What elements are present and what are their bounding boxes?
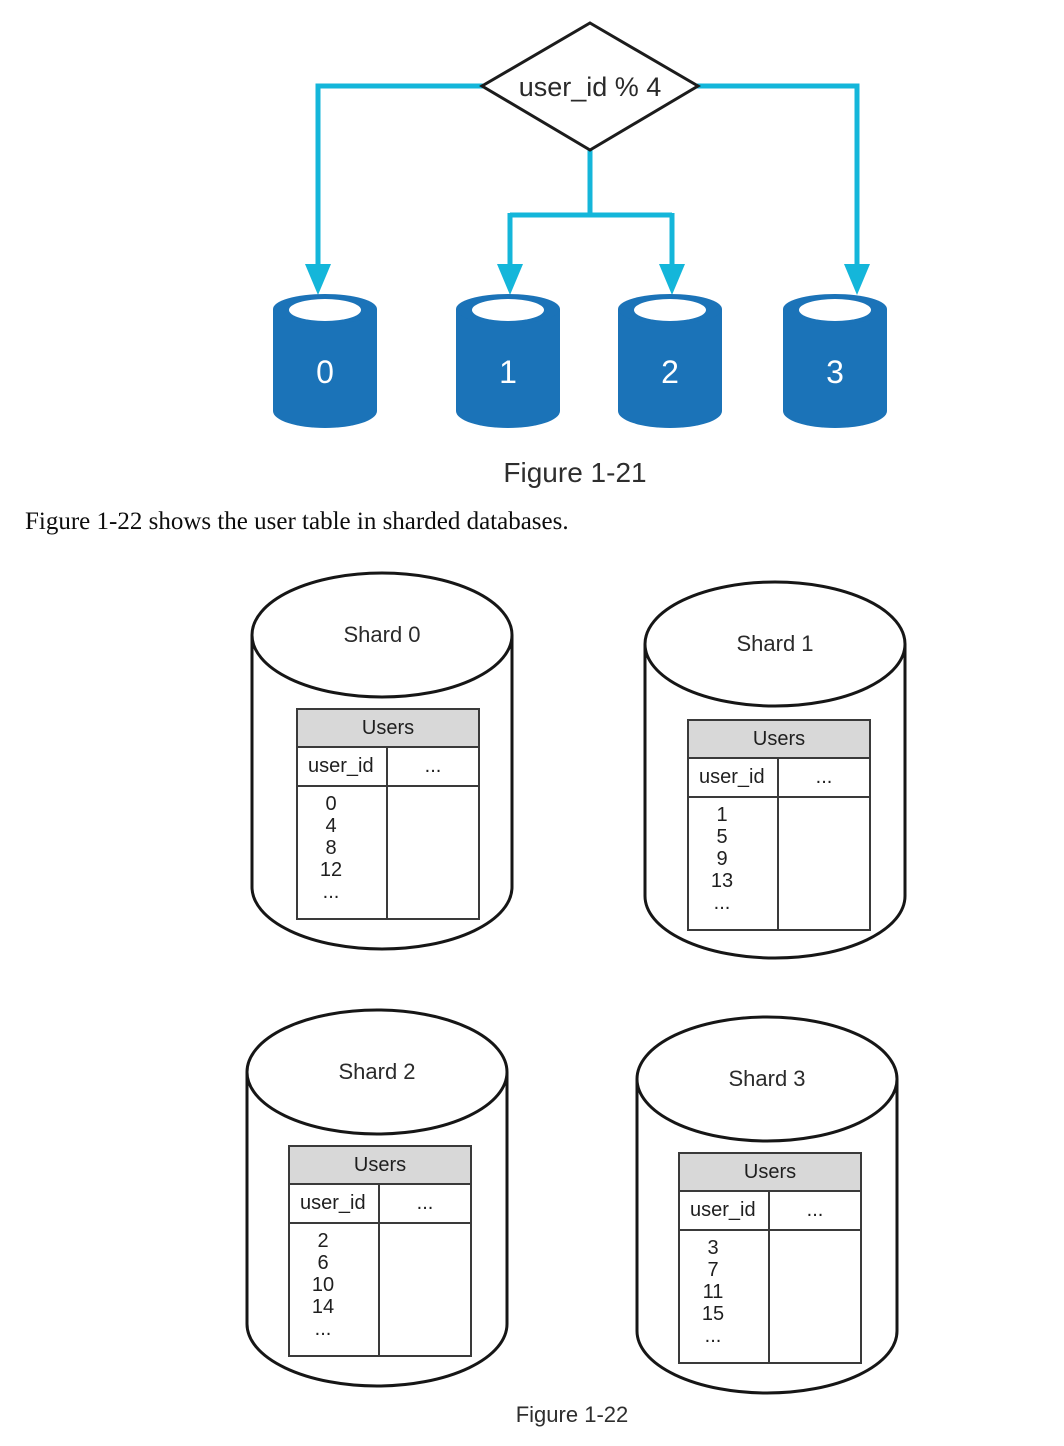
- user-id-value: 11: [702, 1281, 724, 1303]
- other-columns-header: ...: [768, 1192, 860, 1229]
- figure-1-21-diagram: user_id % 4 0 1 2: [273, 21, 887, 428]
- figure-1-21-caption: Figure 1-21: [503, 457, 647, 488]
- user-id-value: 8: [325, 837, 337, 859]
- connector-to-shard-0: [305, 83, 483, 295]
- shard-3-users-table: Users user_id ... 3 7 11 15 ...: [678, 1152, 862, 1364]
- connector-to-shard-3: [697, 83, 870, 295]
- shard-2-cylinder: Shard 2 Users user_id ... 2 6 10 14 ...: [245, 1008, 509, 1388]
- shard-3-label: Shard 3: [728, 1066, 806, 1091]
- database-3-label: 3: [826, 354, 844, 390]
- user-id-value: 3: [707, 1237, 719, 1259]
- user-id-value: ...: [322, 881, 340, 903]
- other-columns-cell: [386, 787, 478, 918]
- user-id-value: ...: [314, 1318, 332, 1340]
- user-id-column-header: user_id: [308, 755, 374, 777]
- user-id-values: 1 5 9 13 ...: [689, 798, 777, 929]
- user-id-value: 0: [325, 793, 337, 815]
- user-id-values: 2 6 10 14 ...: [290, 1224, 378, 1355]
- database-cylinder-3: 3: [783, 294, 887, 428]
- arrow-down-icon: [844, 264, 870, 295]
- users-table-title: Users: [298, 710, 478, 748]
- user-id-column-header: user_id: [690, 1199, 756, 1221]
- connector-to-shards-1-2: [497, 149, 685, 295]
- user-id-value: 13: [710, 870, 734, 892]
- user-id-value: 12: [319, 859, 343, 881]
- user-id-value: 15: [701, 1303, 725, 1325]
- shard-0-label: Shard 0: [343, 622, 421, 647]
- database-cylinder-2: 2: [618, 294, 722, 428]
- figure-1-22-caption: Figure 1-22: [515, 1402, 629, 1427]
- shard-1-cylinder: Shard 1 Users user_id ... 1 5 9 13 ...: [643, 580, 907, 960]
- user-id-value: 2: [317, 1230, 329, 1252]
- other-columns-header: ...: [378, 1185, 470, 1222]
- user-id-value: 4: [325, 815, 337, 837]
- other-columns-cell: [378, 1224, 470, 1355]
- shard-0-cylinder: Shard 0 Users user_id ... 0 4 8 12 ...: [250, 571, 514, 951]
- database-0-label: 0: [316, 354, 334, 390]
- other-columns-header: ...: [386, 748, 478, 785]
- hash-decision-node: user_id % 4: [479, 21, 701, 152]
- user-id-value: 6: [317, 1252, 329, 1274]
- shard-1-users-table: Users user_id ... 1 5 9 13 ...: [687, 719, 871, 931]
- user-id-column-header: user_id: [300, 1192, 366, 1214]
- user-id-value: 5: [716, 826, 728, 848]
- shard-1-label: Shard 1: [736, 631, 814, 656]
- shard-3-cylinder: Shard 3 Users user_id ... 3 7 11 15 ...: [635, 1015, 899, 1395]
- user-id-value: ...: [713, 892, 731, 914]
- shard-2-label: Shard 2: [338, 1059, 416, 1084]
- body-text: Figure 1-22 shows the user table in shar…: [25, 508, 569, 535]
- user-id-value: ...: [704, 1325, 722, 1347]
- shard-0-users-table: Users user_id ... 0 4 8 12 ...: [296, 708, 480, 920]
- user-id-values: 0 4 8 12 ...: [298, 787, 386, 918]
- database-2-label: 2: [661, 354, 679, 390]
- other-columns-cell: [777, 798, 869, 929]
- shard-2-users-table: Users user_id ... 2 6 10 14 ...: [288, 1145, 472, 1357]
- user-id-values: 3 7 11 15 ...: [680, 1231, 768, 1362]
- database-1-label: 1: [499, 354, 517, 390]
- users-table-title: Users: [290, 1147, 470, 1185]
- arrow-down-icon: [305, 264, 331, 295]
- user-id-value: 10: [311, 1274, 335, 1296]
- arrow-down-icon: [659, 264, 685, 295]
- hash-decision-label: user_id % 4: [519, 72, 662, 102]
- users-table-title: Users: [689, 721, 869, 759]
- user-id-value: 7: [707, 1259, 719, 1281]
- user-id-value: 1: [716, 804, 728, 826]
- database-cylinder-0: 0: [273, 294, 377, 428]
- other-columns-header: ...: [777, 759, 869, 796]
- database-cylinder-1: 1: [456, 294, 560, 428]
- user-id-column-header: user_id: [699, 766, 765, 788]
- other-columns-cell: [768, 1231, 860, 1362]
- arrow-down-icon: [497, 264, 523, 295]
- user-id-value: 9: [716, 848, 728, 870]
- users-table-title: Users: [680, 1154, 860, 1192]
- user-id-value: 14: [311, 1296, 335, 1318]
